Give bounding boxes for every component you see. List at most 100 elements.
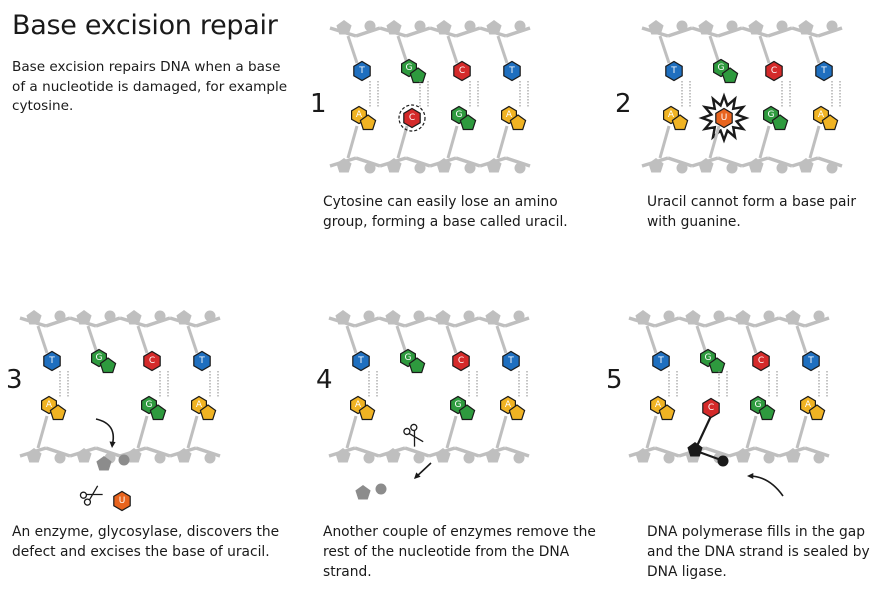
backbone-link — [817, 26, 843, 38]
base-letter: A — [356, 110, 363, 120]
backbone-link — [354, 446, 380, 458]
backbone-link — [654, 316, 680, 328]
phosphate-shape — [154, 452, 166, 464]
scissors-handle — [403, 427, 411, 436]
base-letter: A — [668, 110, 675, 120]
sugar-shape — [486, 20, 502, 35]
backbone-connector — [446, 35, 459, 64]
backbone-connector — [645, 415, 658, 449]
base-letter: A — [655, 400, 662, 410]
phosphate-shape — [413, 452, 425, 464]
phosphate-shape — [676, 20, 688, 32]
backbone-link — [454, 316, 480, 328]
base-a-pentagon — [49, 404, 67, 421]
base-g-pentagon — [458, 404, 476, 421]
phosphate-shape — [463, 310, 475, 322]
sugar-shape — [26, 448, 42, 463]
removed-sugar-shape — [355, 485, 371, 500]
phosphate-shape — [104, 310, 116, 322]
base-letter: G — [96, 353, 103, 363]
sugar-shape — [126, 310, 142, 325]
scissors-blade — [86, 493, 103, 496]
base-g-pentagon — [459, 114, 477, 131]
base-letter: A — [46, 400, 53, 410]
base-c-shape — [452, 350, 470, 372]
backbone-link — [354, 316, 380, 328]
step-5-number: 5 — [606, 365, 623, 395]
base-a-pentagon — [358, 404, 376, 421]
backbone-connector — [695, 325, 708, 354]
scissors-blade — [88, 485, 99, 501]
repair-sugar-shape — [687, 442, 703, 457]
base-letter: C — [409, 113, 415, 123]
base-t-shape — [353, 60, 371, 82]
step-4-number: 4 — [316, 365, 333, 395]
phosphate-shape — [776, 20, 788, 32]
backbone-link — [455, 156, 481, 168]
base-letter: A — [805, 400, 812, 410]
base-t-shape — [665, 60, 683, 82]
backbone-link — [704, 446, 730, 458]
backbone-link — [667, 26, 693, 38]
sugar-shape — [385, 448, 401, 463]
step-3-number: 3 — [6, 365, 23, 395]
base-g-pentagon — [99, 357, 117, 374]
backbone-link — [504, 316, 530, 328]
scissors-handle — [83, 498, 92, 506]
base-c-shape — [702, 397, 720, 419]
base-g-pentagon — [149, 404, 167, 421]
base-letter: T — [48, 356, 55, 366]
base-letter: G — [705, 353, 712, 363]
backbone-connector — [86, 325, 99, 354]
step-2-number: 2 — [615, 89, 632, 119]
phosphate-shape — [713, 310, 725, 322]
arrow-head — [747, 473, 754, 479]
phosphate-shape — [414, 162, 426, 174]
base-letter: T — [507, 356, 514, 366]
backbone-link — [754, 446, 780, 458]
base-letter: C — [771, 66, 777, 76]
base-letter: C — [708, 403, 714, 413]
backbone-link — [667, 156, 693, 168]
removed-phosphate-shape — [375, 483, 387, 495]
base-letter: T — [357, 356, 364, 366]
base-t-shape — [352, 350, 370, 372]
sugar-shape — [486, 158, 502, 173]
base-letter: G — [455, 400, 462, 410]
base-letter: T — [508, 66, 515, 76]
backbone-connector — [745, 325, 758, 354]
repair-link — [698, 451, 722, 461]
base-c-shape — [453, 60, 471, 82]
base-letter: C — [149, 356, 155, 366]
backbone-connector — [795, 415, 808, 449]
sugar-shape — [748, 20, 764, 35]
phosphate-shape — [204, 452, 216, 464]
sugar-shape — [735, 448, 751, 463]
sugar-shape — [386, 158, 402, 173]
phosphate-shape — [663, 452, 675, 464]
sugar-shape — [76, 448, 92, 463]
phosphate-shape — [763, 310, 775, 322]
sugar-shape — [435, 448, 451, 463]
sugar-shape — [785, 310, 801, 325]
sugar-shape — [485, 448, 501, 463]
step-3-caption: An enzyme, glycosylase, discovers the de… — [12, 524, 280, 560]
base-t-shape — [815, 60, 833, 82]
base-letter: A — [818, 110, 825, 120]
backbone-link — [754, 316, 780, 328]
sugar-shape — [386, 20, 402, 35]
backbone-connector — [808, 125, 821, 159]
phosphate-shape — [826, 20, 838, 32]
base-t-shape — [502, 350, 520, 372]
base-g-pentagon — [708, 357, 726, 374]
backbone-link — [355, 26, 381, 38]
repair-phosphate-shape — [717, 455, 729, 467]
backbone-connector — [36, 415, 49, 449]
phosphate-shape — [513, 310, 525, 322]
sugar-shape — [648, 20, 664, 35]
phosphate-shape — [364, 20, 376, 32]
sugar-shape — [126, 448, 142, 463]
step-4-caption: Another couple of enzymes remove the res… — [323, 524, 596, 580]
backbone-link — [505, 156, 531, 168]
